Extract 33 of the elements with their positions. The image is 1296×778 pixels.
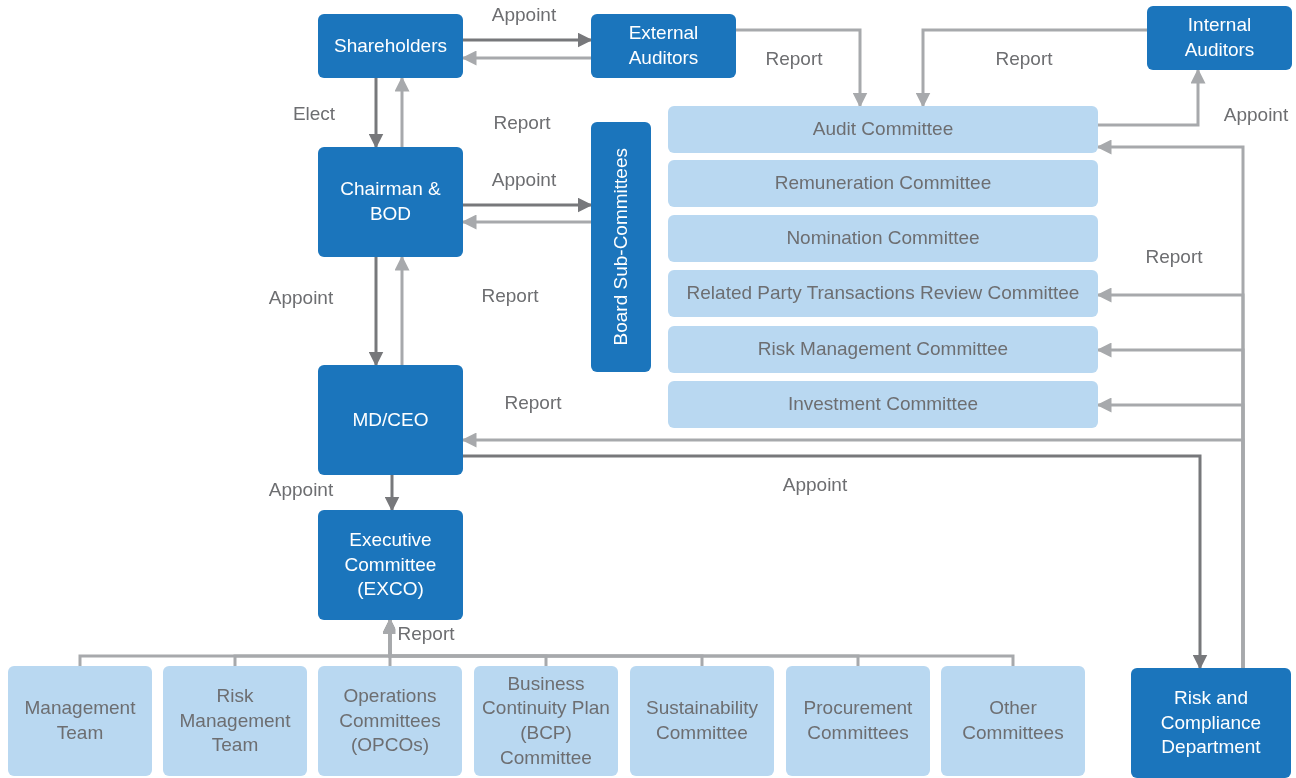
committee-box: Nomination Committee — [668, 215, 1098, 262]
arrow — [384, 475, 400, 512]
entity-box: External Auditors — [591, 14, 736, 78]
committee-box: Audit Committee — [668, 106, 1098, 153]
arrow — [368, 78, 384, 149]
committee-box: Management Team — [8, 666, 152, 776]
arrow — [1098, 68, 1206, 127]
arrow — [461, 50, 591, 66]
committee-box: Sustainability Committee — [630, 666, 774, 776]
arrow — [394, 76, 410, 147]
arrow — [394, 255, 410, 365]
entity-box: Shareholders — [318, 14, 463, 78]
entity-box: Executive Committee (EXCO) — [318, 510, 463, 620]
committee-box: Investment Committee — [668, 381, 1098, 428]
entity-box: Internal Auditors — [1147, 6, 1292, 70]
committee-box: Other Committees — [941, 666, 1085, 776]
arrow — [368, 257, 384, 367]
arrow — [463, 32, 593, 48]
entity-box: Risk and Compliance Department — [1131, 668, 1291, 778]
committee-box: Related Party Transactions Review Committee — [668, 270, 1098, 317]
committee-box: Procurement Committees — [786, 666, 930, 776]
committee-box: Operations Committees (OPCOs) — [318, 666, 462, 776]
committee-box: Risk Management Committee — [668, 326, 1098, 373]
entity-box: MD/CEO — [318, 365, 463, 475]
committee-box: Business Continuity Plan (BCP) Committee — [474, 666, 618, 776]
arrow — [463, 197, 593, 213]
arrow — [915, 28, 1147, 108]
committee-box: Remuneration Committee — [668, 160, 1098, 207]
entity-box: Chairman & BOD — [318, 147, 463, 257]
committee-box: Risk Management Team — [163, 666, 307, 776]
arrow — [461, 214, 591, 230]
vertical-group-box: Board Sub-Committees — [591, 122, 651, 372]
arrow — [736, 28, 868, 108]
